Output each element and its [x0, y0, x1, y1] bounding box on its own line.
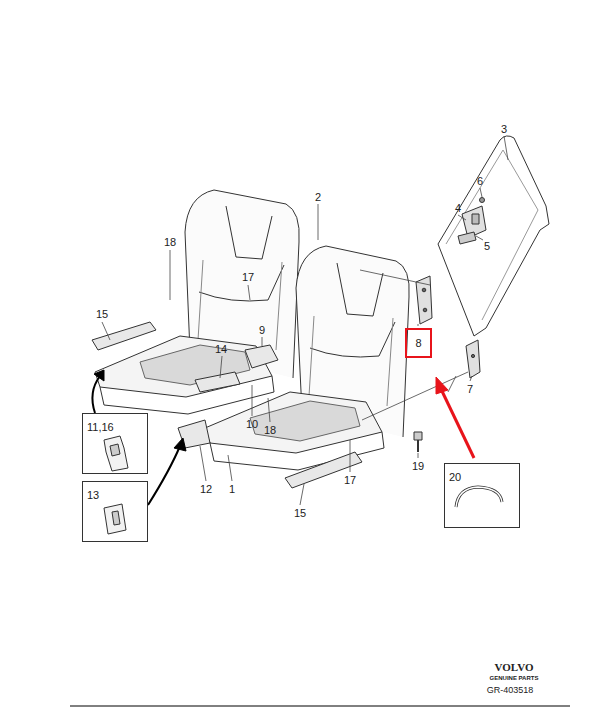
callout-number: 15	[294, 508, 306, 519]
callout-number: 17	[344, 475, 356, 486]
callout-number: 14	[215, 344, 227, 355]
callout-number: 18	[264, 425, 276, 436]
brand-mark: GR-403518	[487, 686, 534, 695]
callout-number: 5	[484, 241, 490, 252]
callout-number: 1	[229, 484, 235, 495]
callout-number: 4	[455, 203, 461, 214]
callout-number: 2	[315, 192, 321, 203]
callout-number: 10	[246, 419, 258, 430]
callout-number: 7	[467, 384, 473, 395]
callout-number: 6	[477, 176, 483, 187]
callout-number: 11,16	[87, 422, 114, 433]
inset-box: 13	[82, 481, 148, 542]
callout-number: 15	[96, 309, 108, 320]
callout-number: 19	[412, 461, 424, 472]
inset-box: 11,16	[82, 413, 148, 474]
callout-number: 18	[164, 237, 176, 248]
callout-number: 8	[415, 338, 421, 349]
callout-number: 13	[87, 490, 99, 501]
highlight-box: 8	[405, 328, 432, 358]
brand-mark: VOLVO	[495, 662, 534, 673]
inset-box: 20	[444, 463, 520, 528]
callout-number: 9	[259, 325, 265, 336]
callout-number: 20	[449, 472, 461, 483]
callout-number: 3	[501, 124, 507, 135]
brand-mark: GENUINE PARTS	[490, 675, 539, 681]
callout-number: 17	[242, 272, 254, 283]
callout-number: 12	[200, 484, 212, 495]
